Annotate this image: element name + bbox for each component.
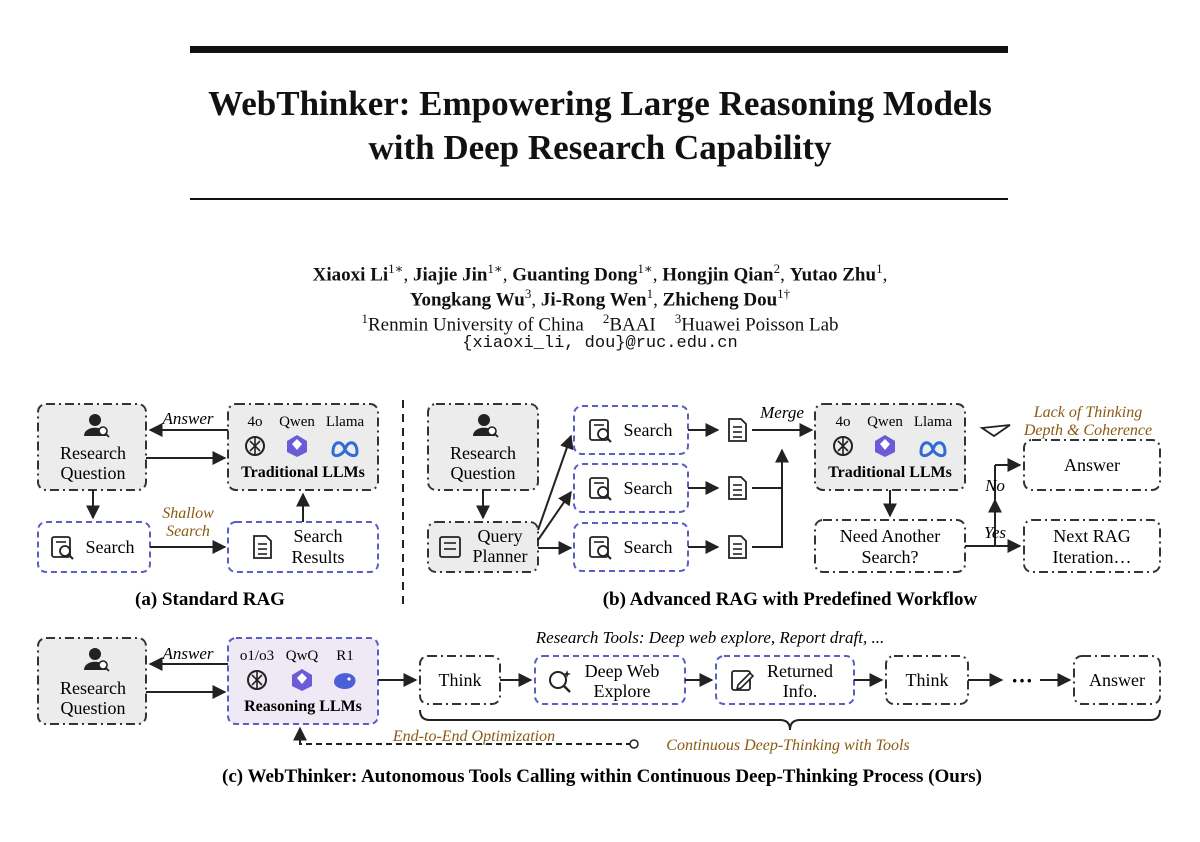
c-research-question-box: [37, 637, 147, 725]
c-e2e: End-to-End Optimization: [392, 728, 555, 745]
a-label-4o: 4o: [248, 414, 263, 430]
paper-title-line-1: WebThinker: Empowering Large Reasoning M…: [208, 84, 992, 123]
panel-a: Research Question 4o Qwen Llama Traditio…: [37, 403, 379, 610]
b-search-3: Search: [624, 537, 673, 557]
bottom-rule: [190, 198, 1008, 200]
paper-title-line-2: with Deep Research Capability: [368, 128, 832, 167]
c-answer: Answer: [1089, 670, 1145, 690]
lack-arrow-icon: [979, 424, 1011, 438]
b-query-planner-box: [427, 521, 539, 573]
b-search-2: Search: [624, 478, 673, 498]
b-rq-1: Research: [450, 443, 516, 463]
b-lack-2: Depth & Coherence: [1023, 422, 1152, 439]
doc-icon: [728, 418, 747, 442]
author-line1-3: Hongjin Qian: [662, 264, 774, 286]
c-ellipsis: ···: [1011, 668, 1033, 693]
c-continuous: Continuous Deep-Thinking with Tools: [666, 737, 909, 754]
a-llm-label: Traditional LLMs: [241, 464, 365, 481]
b-need-2: Search?: [862, 547, 919, 567]
c-deep-1: Deep Web: [585, 661, 660, 681]
b-search-box-2: [573, 463, 689, 513]
top-rule: [190, 46, 1008, 53]
c-label-qwq: QwQ: [286, 648, 319, 664]
b-search-box-1: [573, 405, 689, 455]
affiliation-1: BAAI: [609, 314, 656, 336]
b-caption: (b) Advanced RAG with Predefined Workflo…: [603, 589, 978, 610]
c-label-r1: R1: [336, 648, 354, 664]
c-think-box-1: [419, 655, 501, 705]
b-label-qwen: Qwen: [867, 414, 903, 430]
panel-b: Research Question Query Planner Search S…: [427, 403, 1161, 610]
c-brace: [419, 709, 1161, 731]
b-no-label: No: [984, 476, 1005, 495]
b-need-search-box: [814, 519, 966, 573]
b-label-llama: Llama: [914, 414, 953, 430]
b-label-4o: 4o: [836, 414, 851, 430]
doc-icon: [728, 476, 747, 500]
author-line1-2: Guanting Dong: [512, 264, 638, 286]
c-answer-box: [1073, 655, 1161, 705]
c-returned-2: Info.: [783, 681, 818, 701]
author-line1-1: Jiajie Jin: [413, 264, 488, 286]
a-rq-line2: Question: [61, 463, 126, 483]
affiliation-2: Huawei Poisson Lab: [681, 314, 839, 336]
author-line2-1: Ji-Rong Wen: [540, 289, 647, 311]
c-think-1: Think: [439, 670, 482, 690]
b-merge-label: Merge: [759, 403, 804, 422]
c-think-box-2: [885, 655, 969, 705]
b-answer-box: [1023, 439, 1161, 491]
c-rq-2: Question: [61, 698, 126, 718]
c-tools-note: Research Tools: Deep web explore, Report…: [535, 628, 884, 647]
c-think-2: Think: [906, 670, 949, 690]
a-answer-label: Answer: [162, 409, 214, 428]
author-line2-0: Yongkang Wu: [409, 289, 525, 311]
panel-c: Research Question Answer o1/o3 QwQ R1 Re…: [37, 628, 1161, 787]
a-search-label: Search: [86, 537, 135, 557]
author-line1-4: Yutao Zhu: [789, 264, 877, 286]
b-next-2: Iteration…: [1053, 547, 1132, 567]
b-lack-1: Lack of Thinking: [1033, 404, 1142, 421]
a-label-qwen: Qwen: [279, 414, 315, 430]
b-llm-label: Traditional LLMs: [828, 464, 952, 481]
a-results-box: [227, 521, 379, 573]
a-results-1: Search: [294, 526, 343, 546]
b-qp-1: Query: [478, 526, 523, 546]
b-next-rag-box: [1023, 519, 1161, 573]
b-search-box-3: [573, 522, 689, 572]
affiliation-0: Renmin University of China: [367, 314, 584, 336]
author-line1-0: Xiaoxi Li: [312, 264, 389, 286]
c-answer-label: Answer: [162, 644, 214, 663]
b-qp-2: Planner: [473, 546, 528, 566]
b-next-1: Next RAG: [1053, 526, 1131, 546]
b-need-1: Need Another: [840, 526, 940, 546]
a-shallow-1: Shallow: [162, 505, 214, 522]
author-list-line-2: Yongkang Wu3, Ji-Rong Wen1, Zhicheng Dou…: [409, 286, 791, 311]
a-results-2: Results: [291, 547, 344, 567]
b-answer: Answer: [1064, 455, 1120, 475]
doc-icon: [728, 535, 747, 559]
b-search-1: Search: [624, 420, 673, 440]
email: {xiaoxi_li, dou}@ruc.edu.cn: [462, 334, 738, 353]
c-deep-2: Explore: [594, 681, 651, 701]
author-list-line-1: Xiaoxi Li1∗, Jiajie Jin1∗, Guanting Dong…: [312, 261, 888, 286]
affiliations: 1Renmin University of China 2BAAI 3Huawe…: [361, 311, 839, 336]
a-rq-line1: Research: [60, 443, 126, 463]
c-returned-1: Returned: [767, 661, 833, 681]
author-line2-2: Zhicheng Dou: [662, 289, 778, 311]
c-rq-1: Research: [60, 678, 126, 698]
c-label-o1: o1/o3: [240, 648, 274, 664]
b-yes-label: Yes: [984, 523, 1006, 542]
b-rq-2: Question: [451, 463, 516, 483]
c-caption: (c) WebThinker: Autonomous Tools Calling…: [222, 766, 982, 787]
a-shallow-2: Search: [166, 523, 210, 540]
a-caption: (a) Standard RAG: [135, 589, 285, 610]
c-llm-label: Reasoning LLMs: [244, 698, 362, 715]
a-label-llama: Llama: [326, 414, 365, 430]
